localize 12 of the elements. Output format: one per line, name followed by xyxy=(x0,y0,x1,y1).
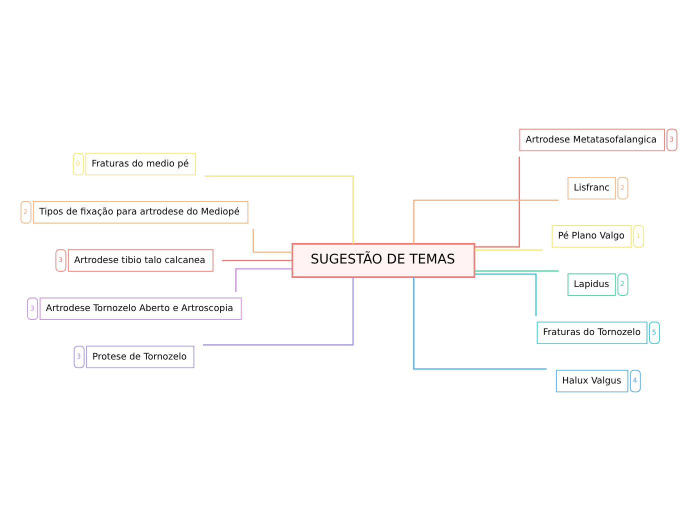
connector xyxy=(474,270,559,272)
connector xyxy=(413,199,559,244)
connector xyxy=(474,272,537,316)
connector xyxy=(252,228,292,252)
connector xyxy=(474,248,543,250)
connector xyxy=(474,156,520,248)
connector xyxy=(204,175,354,244)
connector xyxy=(203,276,354,345)
connector xyxy=(222,259,292,261)
node-box: SUGESTÃO DE TEMAS xyxy=(292,242,476,278)
connector xyxy=(413,276,547,370)
connector xyxy=(235,268,292,292)
